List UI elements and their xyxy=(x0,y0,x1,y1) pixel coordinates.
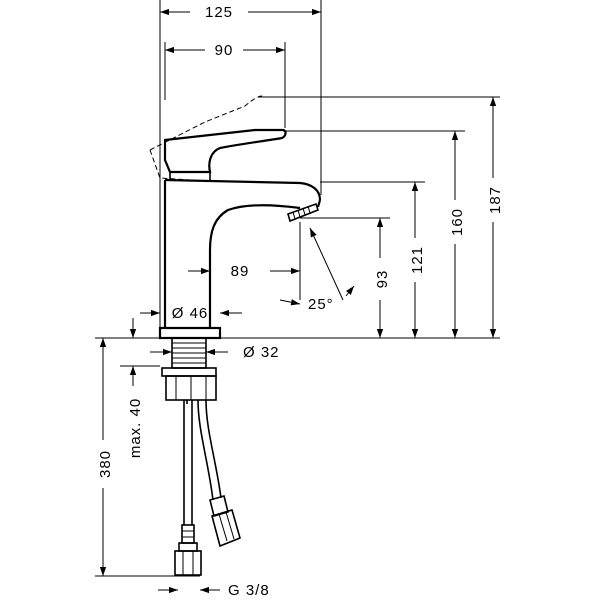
dim-height-spout-top: 121 xyxy=(409,246,426,274)
supply-hoses xyxy=(174,399,241,576)
dim-hose-length: 380 xyxy=(97,450,114,478)
dim-base-diameter: Ø 46 xyxy=(172,305,209,322)
dim-height-handle-raised: 187 xyxy=(487,186,504,214)
shank-assembly xyxy=(161,337,217,404)
dim-connection-thread: G 3/8 xyxy=(228,582,270,599)
dim-max-mount-thickness: max. 40 xyxy=(127,398,144,458)
dimension-labels: 125 90 89 Ø 46 Ø 32 25° 93 121 160 187 3… xyxy=(97,4,504,599)
extension-lines xyxy=(95,0,500,577)
dim-height-outlet: 93 xyxy=(374,270,391,289)
faucet-handle-raised-outline xyxy=(149,95,263,181)
dim-spout-projection: 89 xyxy=(231,263,250,280)
dimension-lines xyxy=(99,8,497,594)
faucet-handle xyxy=(163,128,287,182)
dim-shank-diameter: Ø 32 xyxy=(243,344,280,361)
dim-width-total: 125 xyxy=(205,4,233,21)
dim-spout-reach-from-handle: 90 xyxy=(215,42,234,59)
dim-height-handle: 160 xyxy=(449,208,466,236)
dim-spout-angle: 25° xyxy=(308,296,334,313)
